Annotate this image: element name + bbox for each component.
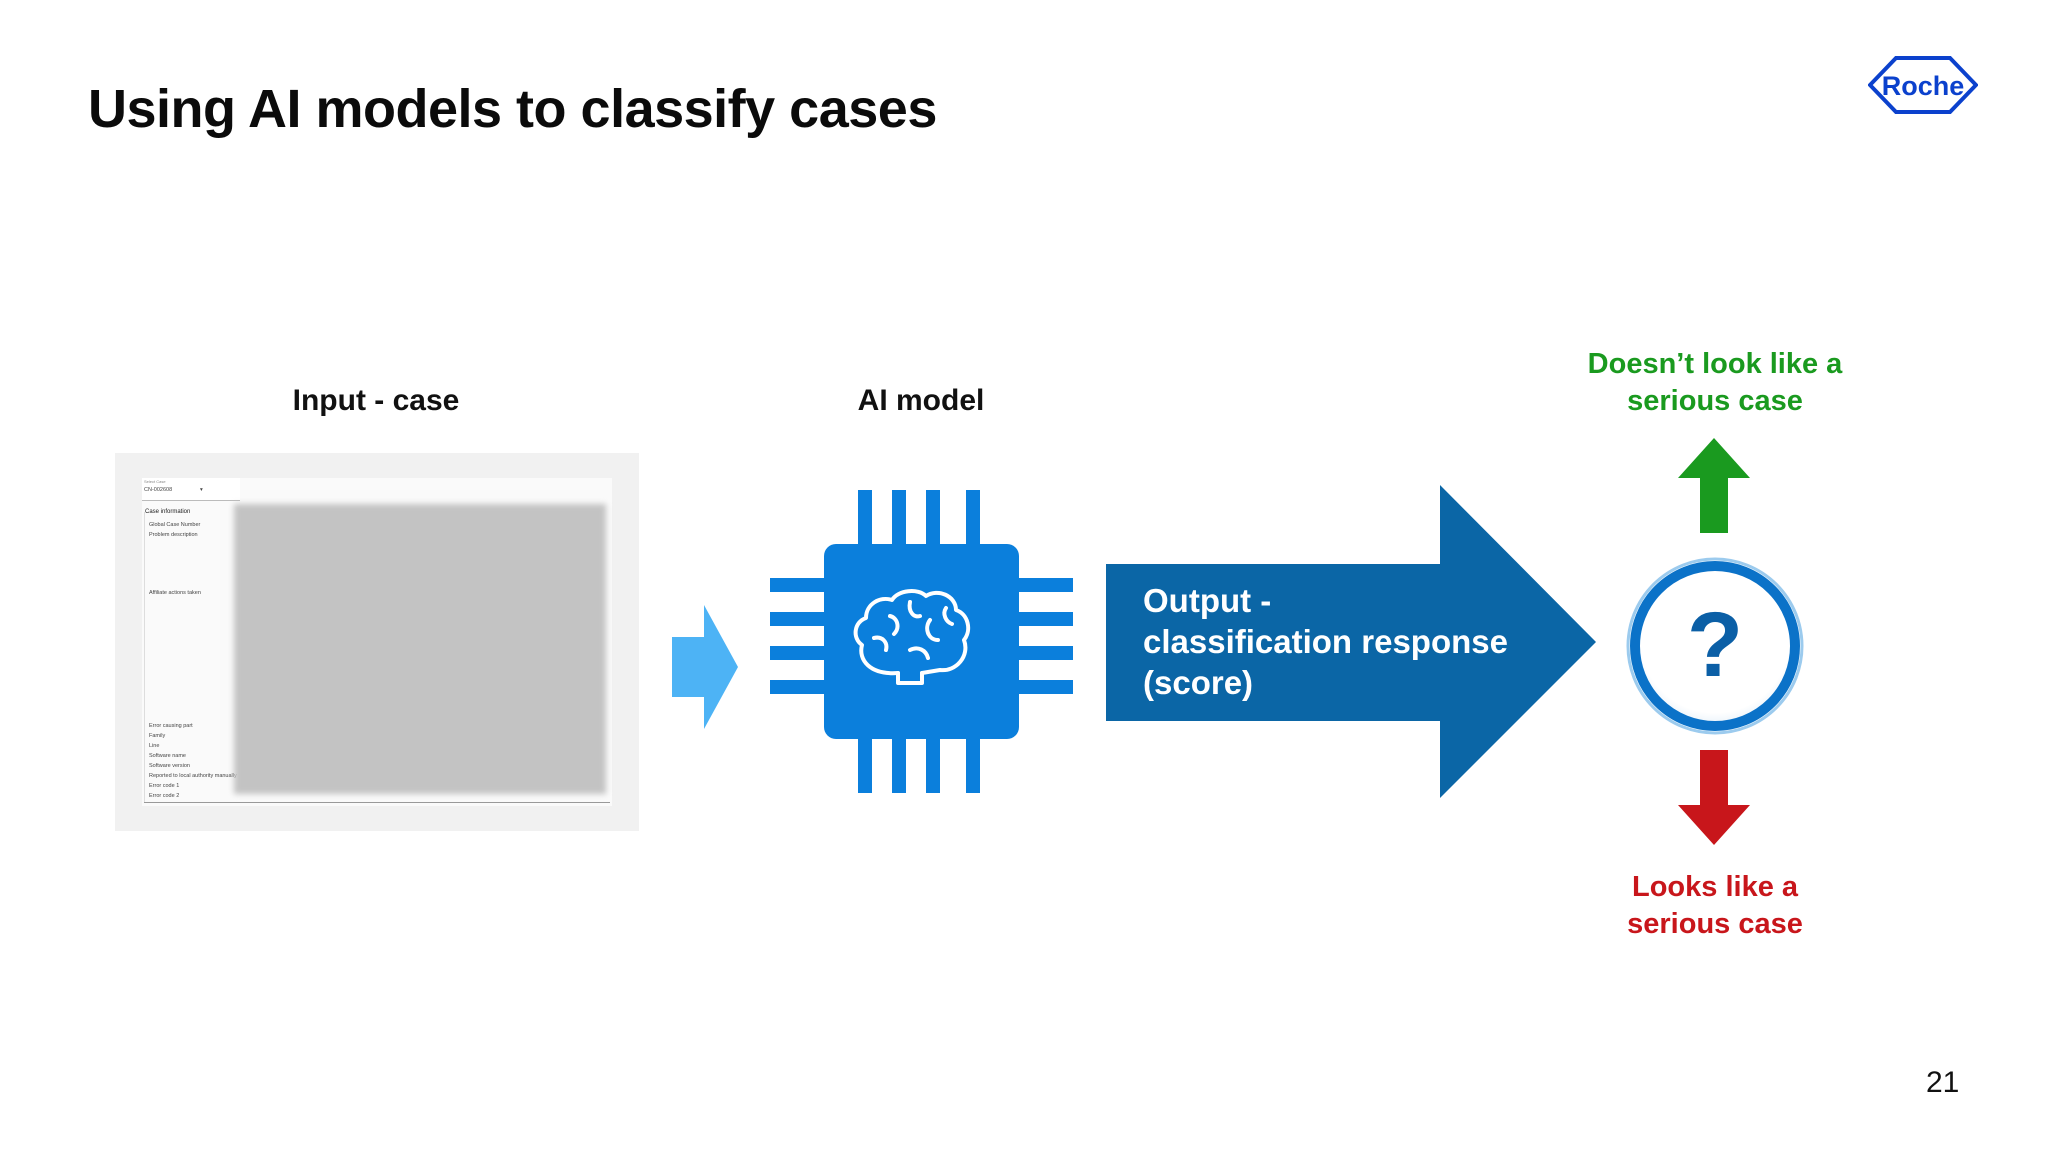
output-line: (score)	[1143, 664, 1254, 701]
case-dropdown: Select Case CN-002608 ▾	[142, 478, 240, 501]
input-label: Input - case	[292, 384, 460, 417]
question-mark: ?	[1687, 594, 1743, 696]
logo-text: Roche	[1882, 71, 1965, 101]
result-line: Doesn’t look like a	[1587, 348, 1843, 380]
case-screenshot: Select Case CN-002608 ▾ Case information…	[115, 453, 639, 831]
field-label: Error code 1	[149, 783, 180, 789]
serious-label: Looks like a serious case	[1627, 869, 1803, 943]
arrow-up-icon	[1678, 438, 1750, 533]
result-line: serious case	[1627, 908, 1803, 940]
arrow-down-icon	[1678, 750, 1750, 845]
result-line: serious case	[1627, 385, 1803, 417]
field-label: Software name	[149, 753, 186, 759]
field-label: Family	[149, 733, 166, 739]
ai-model-label: AI model	[857, 384, 985, 417]
blurred-case-content	[234, 504, 606, 794]
result-line: Looks like a	[1631, 871, 1799, 903]
dropdown-label: Select Case	[144, 479, 166, 484]
chip-icon	[770, 490, 1073, 793]
slide-title: Using AI models to classify cases	[88, 79, 937, 139]
field-label: Line	[149, 743, 160, 749]
question-icon: ?	[1626, 557, 1804, 735]
form-divider	[144, 802, 610, 803]
form-divider	[144, 512, 145, 802]
page-number: 21	[1926, 1066, 1960, 1099]
not-serious-label: Doesn’t look like a serious case	[1588, 346, 1843, 420]
output-line: Output -	[1143, 582, 1272, 619]
field-label: Reported to local authority manually	[149, 773, 237, 779]
field-label: Software version	[149, 763, 190, 769]
dropdown-value: CN-002608	[144, 487, 173, 493]
brain-icon	[853, 589, 971, 685]
field-label: Global Case Number	[149, 522, 201, 528]
chevron-down-icon: ▾	[200, 487, 203, 493]
case-section-title: Case information	[145, 509, 191, 515]
output-line: classification response	[1143, 623, 1508, 660]
output-arrow	[1106, 485, 1596, 798]
output-text: Output - classification response (score)	[1143, 580, 1563, 703]
field-label: Affiliate actions taken	[149, 590, 201, 596]
case-form: Select Case CN-002608 ▾ Case information…	[142, 478, 612, 806]
roche-logo: Roche	[1868, 56, 1978, 114]
field-label: Error code 2	[149, 793, 180, 799]
field-label: Problem description	[149, 532, 198, 538]
field-label: Error causing part	[149, 723, 193, 729]
arrow-right-icon	[672, 605, 738, 729]
